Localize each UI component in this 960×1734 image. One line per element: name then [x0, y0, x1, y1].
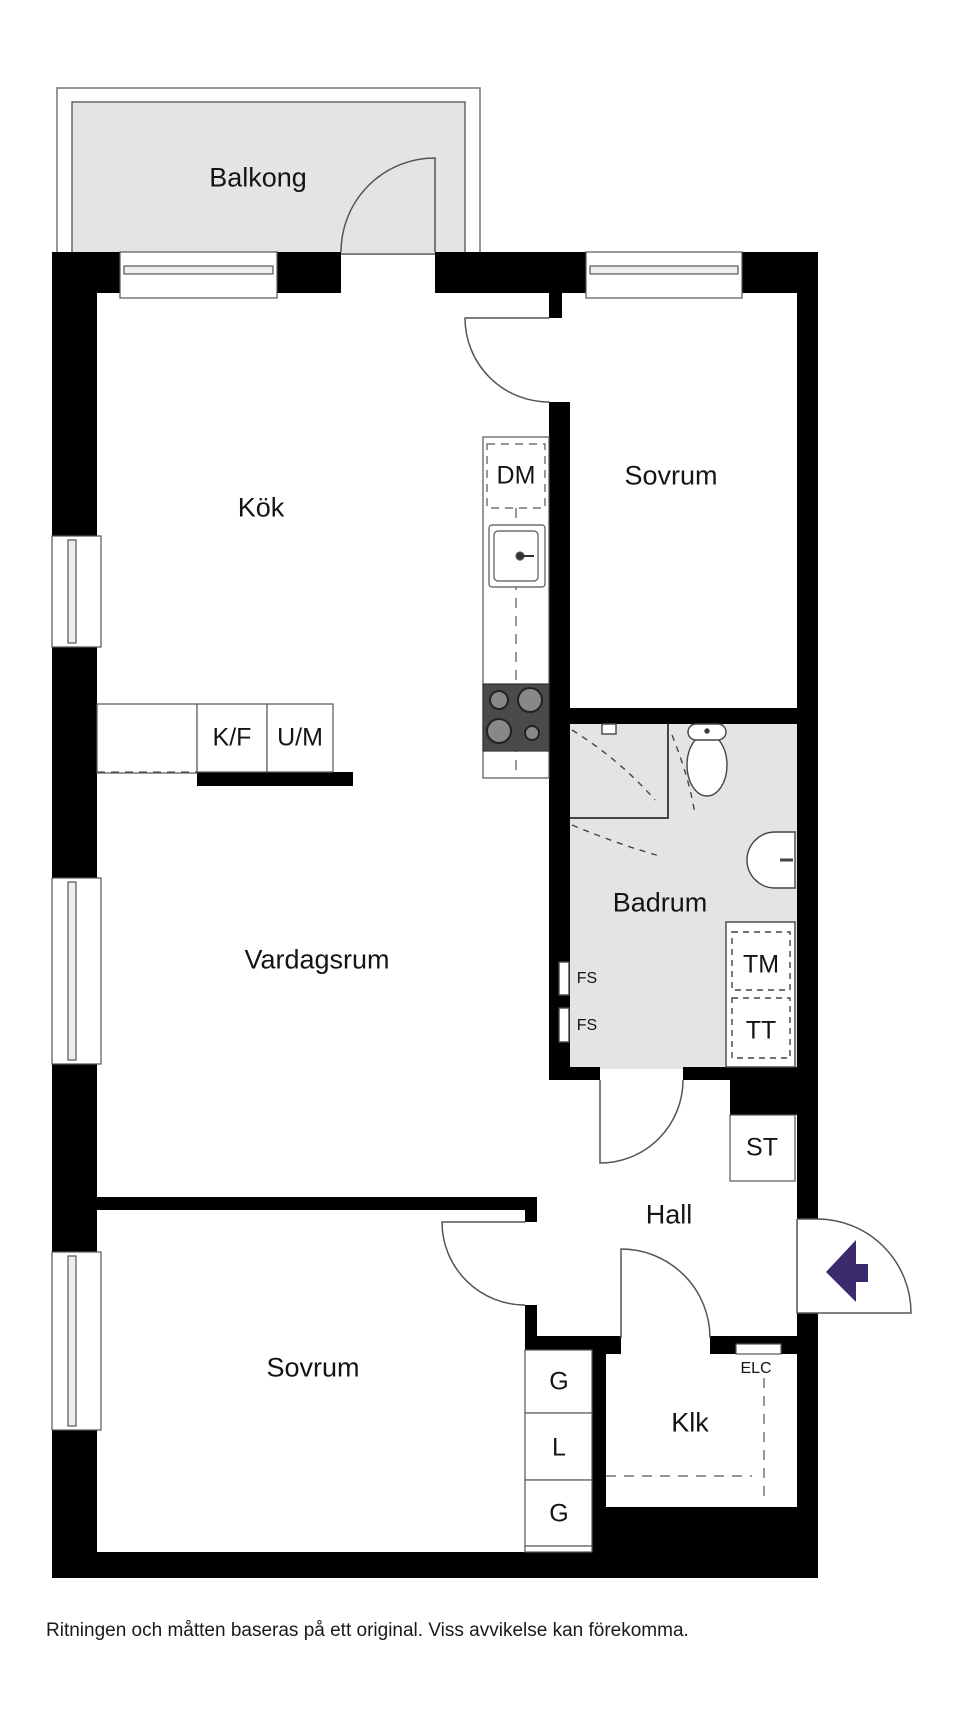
outer-walls: [52, 252, 818, 1578]
fixture-label-linen-closet: L: [552, 1433, 566, 1462]
fixture-label-storage: ST: [746, 1133, 778, 1162]
room-label-kitchen: Kök: [237, 492, 285, 523]
fixture-label-drying-cabinet-2: FS: [576, 1017, 598, 1034]
fixture-label-dishwasher: DM: [496, 461, 536, 490]
bedroom-top-door: [464, 317, 550, 403]
windows: [51, 251, 743, 1431]
closet-door: [620, 1248, 711, 1339]
kitchen-counter: [96, 436, 550, 779]
fixture-label-electrical-cabinet: ELC: [740, 1360, 772, 1377]
fixture-label-washing-machine: TM: [742, 950, 780, 979]
toilet-icon: [686, 733, 728, 797]
room-label-hall: Hall: [645, 1199, 693, 1230]
bathroom-fixtures: [558, 723, 796, 1068]
doors: [340, 157, 912, 1339]
room-label-living-room: Vardagsrum: [244, 944, 390, 975]
bedroom-bottom-door: [441, 1221, 526, 1306]
disclaimer-text: Ritningen och måtten baseras på ett orig…: [46, 1620, 689, 1641]
fixture-label-wardrobe-2: G: [549, 1499, 569, 1528]
bathroom-door: [599, 1079, 684, 1164]
entrance-door: [796, 1218, 912, 1314]
shower-mixer-icon: [601, 723, 617, 735]
storage-units: [524, 1114, 796, 1553]
balcony-door: [340, 157, 436, 253]
room-label-bedroom-bottom: Sovrum: [266, 1352, 360, 1383]
fixture-label-fridge-freezer: K/F: [212, 723, 252, 752]
fixture-label-drying-cabinet-1: FS: [576, 970, 598, 987]
fixture-label-oven-microwave: U/M: [277, 723, 323, 752]
shower-enclosure: [570, 724, 669, 819]
fixture-label-wardrobe-1: G: [549, 1367, 569, 1396]
entrance-arrow-icon: [826, 1240, 868, 1302]
room-label-bedroom-top: Sovrum: [624, 460, 718, 491]
room-label-bathroom: Badrum: [612, 887, 708, 918]
balcony: [56, 87, 481, 255]
fixture-label-tumble-dryer: TT: [745, 1016, 777, 1045]
room-label-closet: Klk: [671, 1407, 709, 1438]
room-label-balcony: Balkong: [209, 162, 307, 193]
washbasin-icon: [746, 831, 796, 889]
